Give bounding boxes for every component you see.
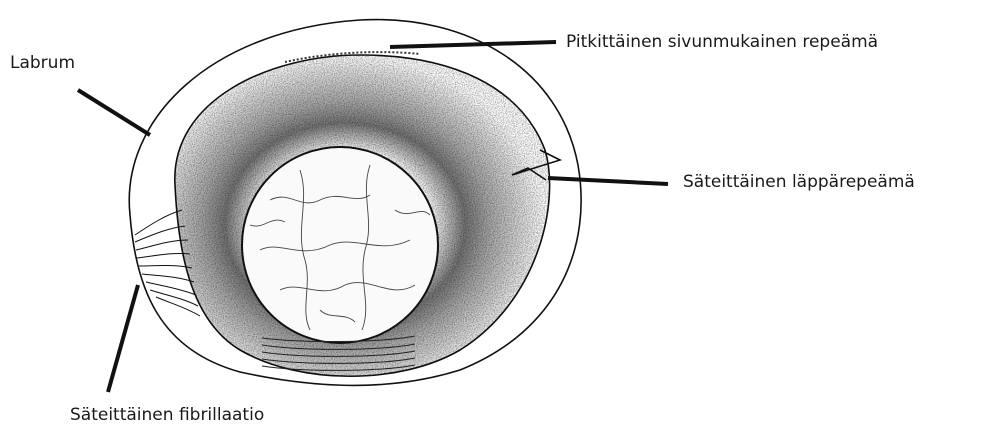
leader-line-labrum xyxy=(78,90,150,135)
leader-line-fibrillation xyxy=(108,285,138,392)
label-longitudinal-tear: Pitkittäinen sivunmukainen repeämä xyxy=(566,32,878,52)
label-radial-flap-tear: Säteittäinen läppärepeämä xyxy=(683,172,915,192)
leader-line-longitudinal xyxy=(390,42,556,47)
label-labrum: Labrum xyxy=(10,53,75,73)
leader-line-flap xyxy=(548,178,668,184)
label-radial-fibrillation: Säteittäinen fibrillaatio xyxy=(70,405,264,425)
central-disc xyxy=(242,147,438,343)
